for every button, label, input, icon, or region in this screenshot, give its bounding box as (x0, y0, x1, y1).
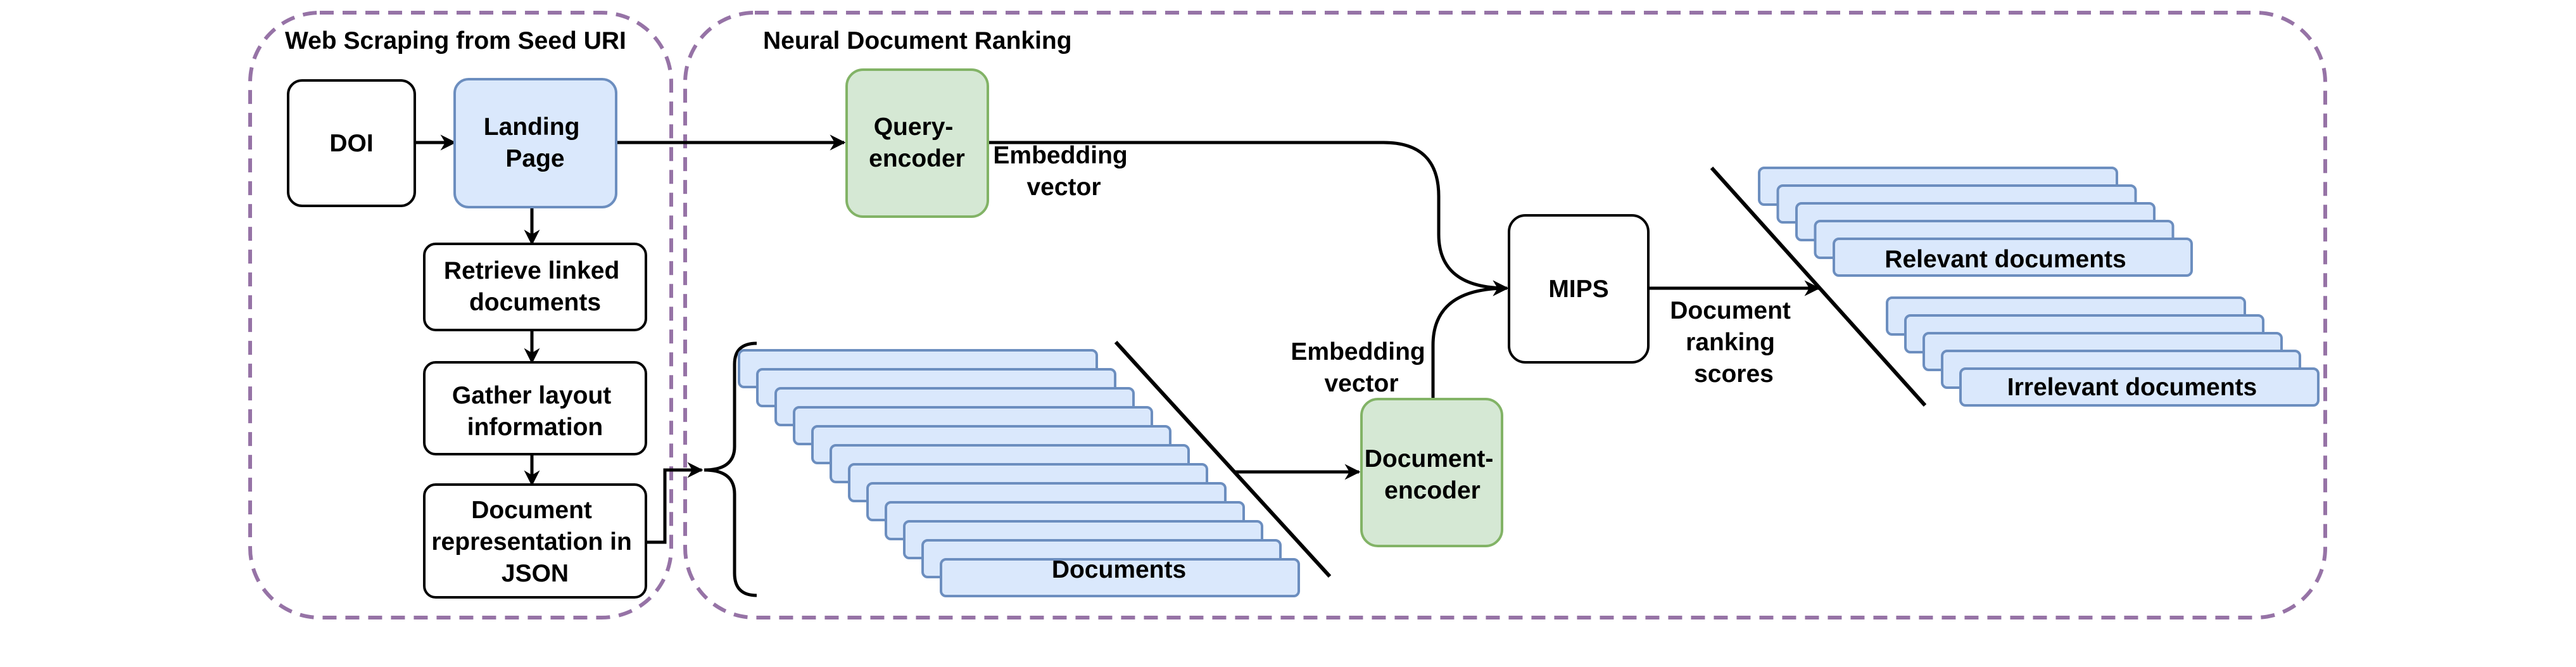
group-neural-ranking-title: Neural Document Ranking (763, 27, 1072, 54)
relevant-documents-stack (1758, 167, 2193, 277)
embedding-vector-label-top: Embedding vector (993, 142, 1134, 201)
gather-layout-box (423, 361, 647, 455)
gather-layout-label: Gather layout information (452, 382, 618, 441)
mips-label: MIPS (1548, 276, 1608, 303)
relevant-document-card (1833, 238, 2193, 277)
document-encoder-label: Document- encoder (1365, 445, 1501, 504)
relevant-documents-label: Relevant documents (1885, 246, 2126, 273)
representation-label: Document representation in JSON (431, 497, 638, 587)
representation-box (423, 483, 647, 599)
retrieve-docs-label: Retrieve linked documents (444, 257, 626, 316)
documents-brace (704, 341, 757, 597)
document-encoder-box (1360, 398, 1503, 547)
edge-representation-documents (647, 462, 704, 544)
documents-stack (738, 349, 1300, 597)
group-web-scraping-title: Web Scraping from Seed URI (285, 27, 626, 54)
irrelevant-documents-label: Irrelevant documents (2007, 374, 2257, 401)
irrelevant-documents-stack (1886, 296, 2320, 407)
doi-box (287, 79, 416, 207)
documents-divider (1114, 340, 1332, 578)
ranking-divider (1710, 166, 1927, 407)
edges (415, 134, 1821, 544)
document-card (940, 558, 1300, 597)
edge-encoder-mips (1431, 280, 1509, 399)
mips-box (1508, 214, 1650, 364)
query-encoder-label: Query- encoder (869, 113, 965, 172)
embedding-vector-label-bottom: Embedding vector (1291, 338, 1432, 397)
landing-page-box (453, 78, 617, 208)
query-encoder-box (845, 68, 989, 218)
doi-label: DOI (329, 130, 373, 157)
group-web-scraping (248, 11, 673, 619)
ranking-scores-label: Document ranking scores (1670, 297, 1798, 388)
irrelevant-document-card (1959, 367, 2320, 407)
retrieve-docs-box (423, 243, 647, 331)
landing-page-label: Landing Page (484, 113, 586, 172)
edge-query-mips (988, 141, 1509, 296)
documents-label: Documents (1052, 556, 1186, 583)
